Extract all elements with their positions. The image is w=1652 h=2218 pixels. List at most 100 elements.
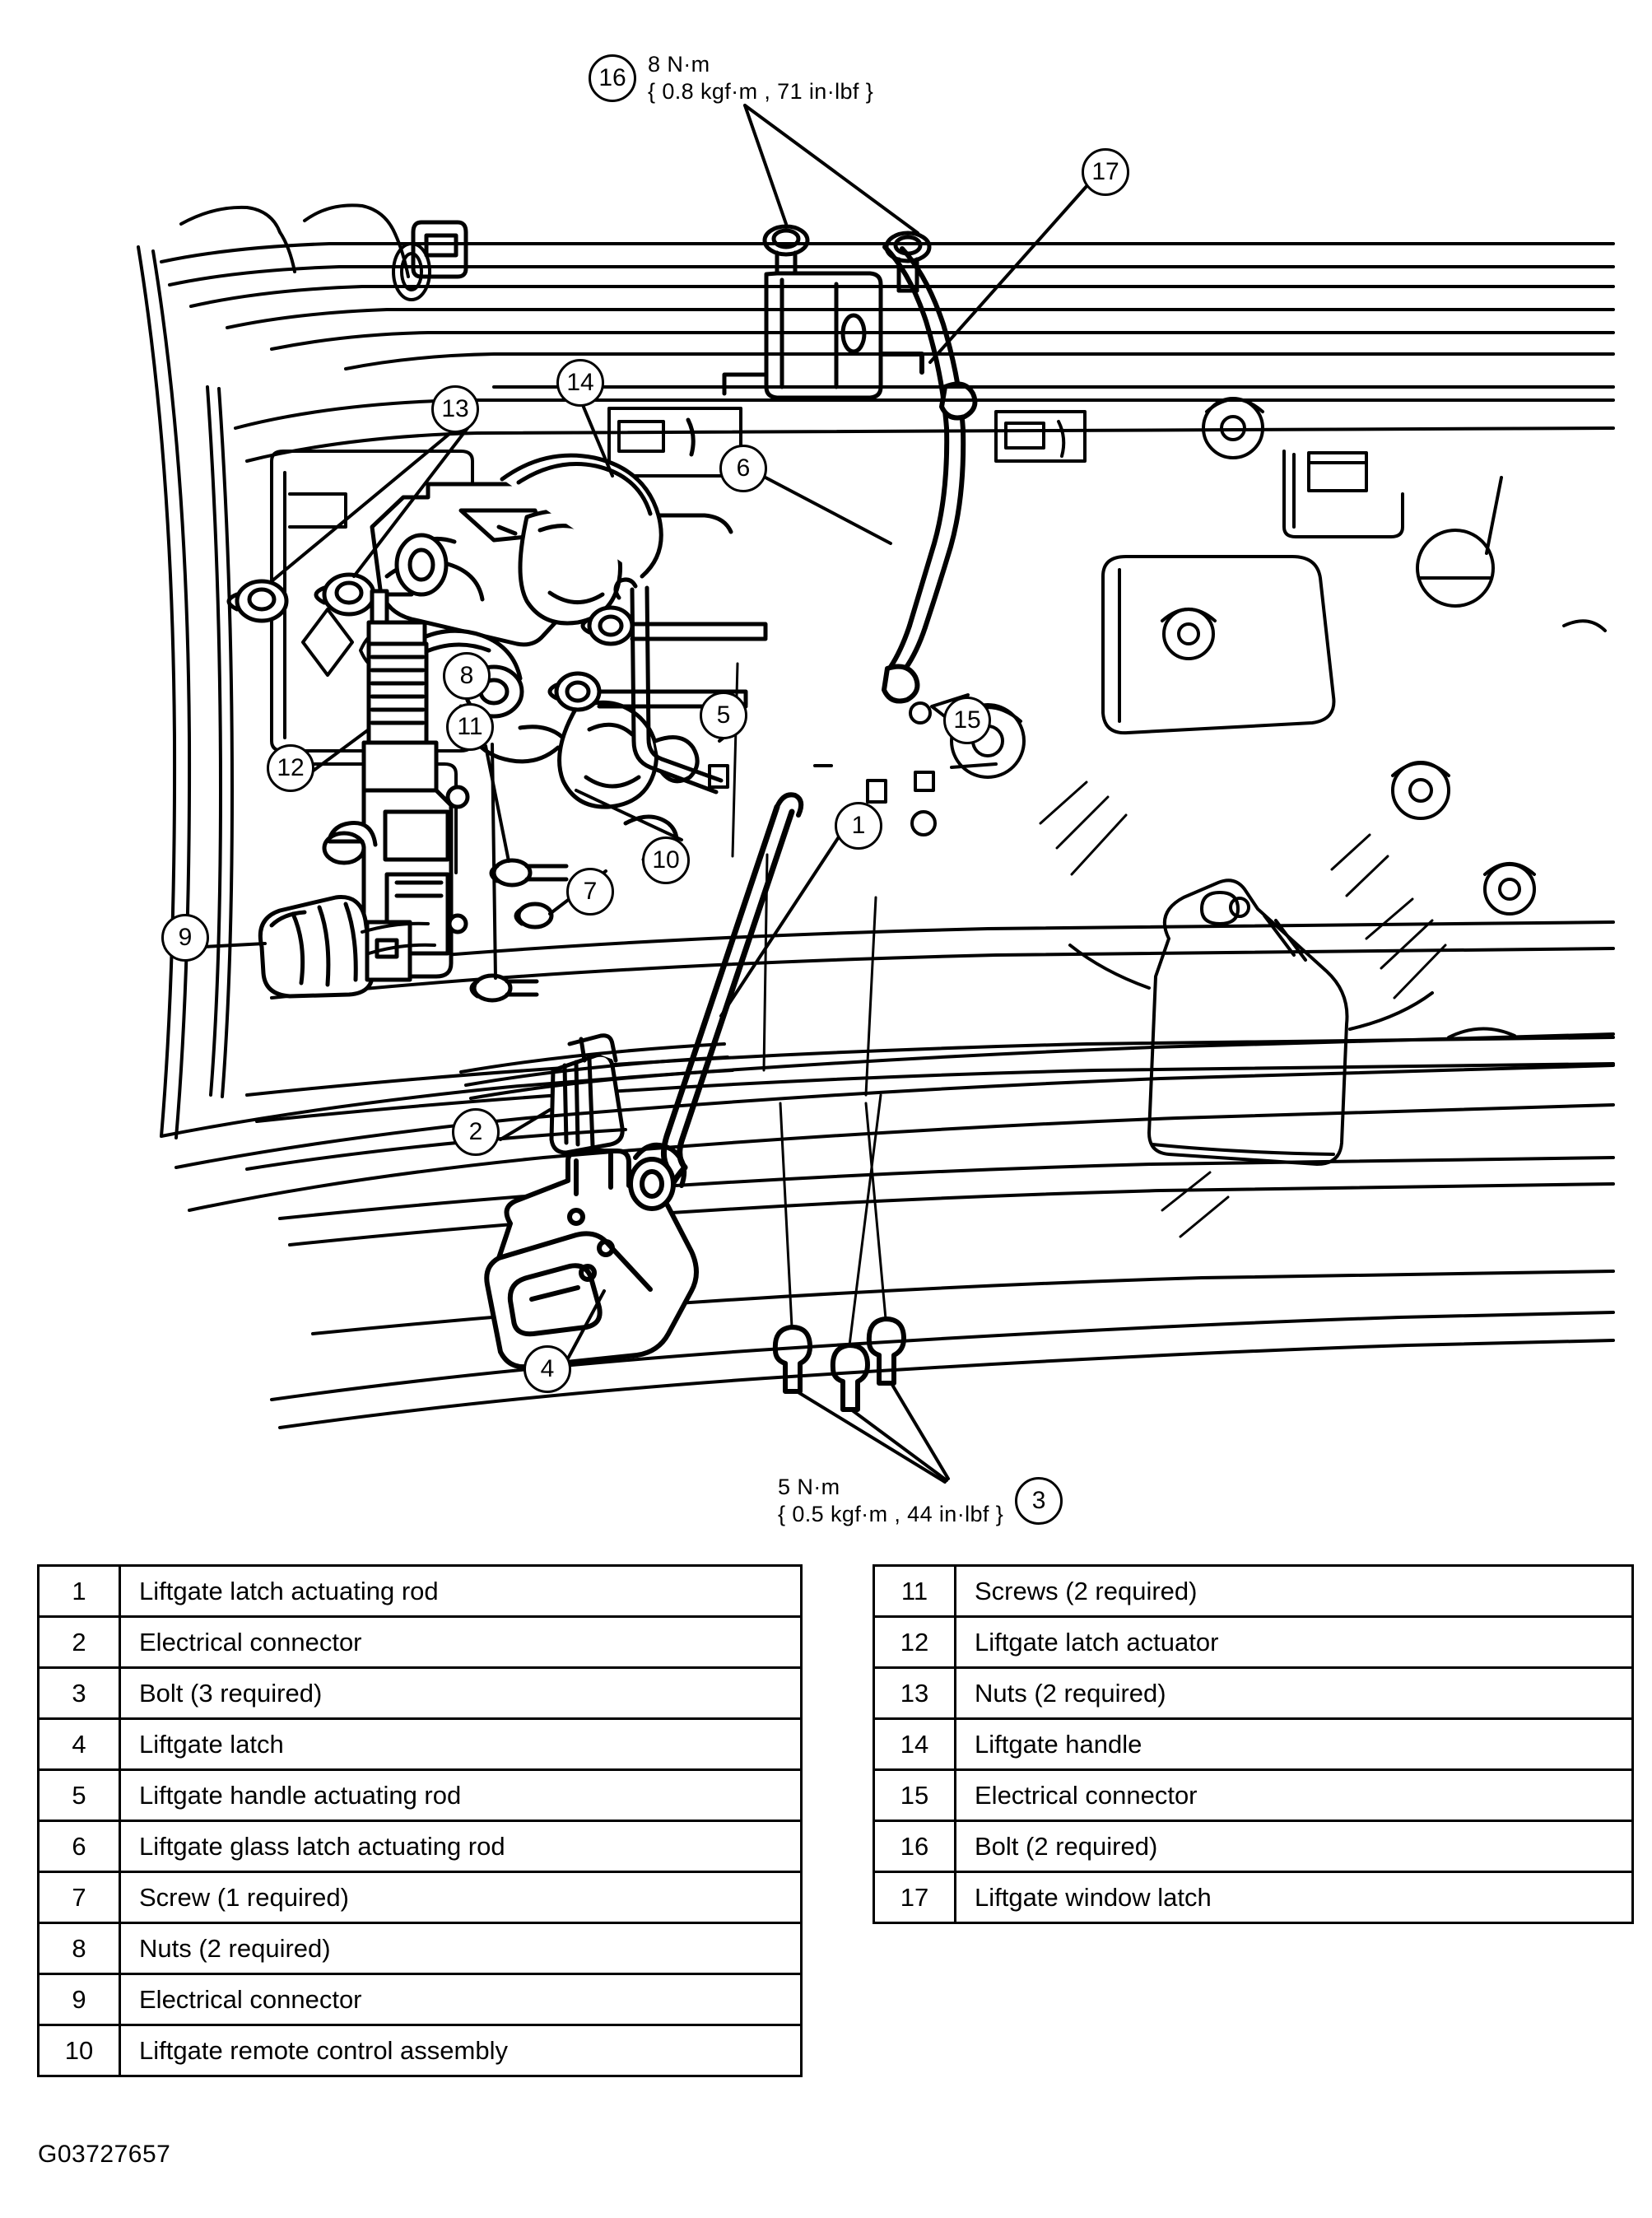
torque-metric-3: 5 N·m xyxy=(778,1475,840,1499)
handle-actuating-rod-5 xyxy=(616,580,721,792)
legend-item-description: Liftgate handle xyxy=(954,1717,1634,1771)
callout-15: 15 xyxy=(943,697,991,744)
leader-10 xyxy=(576,790,682,840)
legend-item-description: Liftgate window latch xyxy=(954,1871,1634,1924)
callout-8: 8 xyxy=(443,652,491,700)
legend-item-number: 13 xyxy=(873,1666,956,1720)
rod-6 xyxy=(884,247,975,701)
callout-5: 5 xyxy=(700,692,747,739)
leader-1 xyxy=(721,833,841,1016)
callout-bubble-3: 3 xyxy=(1015,1476,1063,1525)
legend-item-description: Bolt (3 required) xyxy=(119,1666,803,1720)
screw-7 xyxy=(472,976,537,1000)
legend-item-description: Electrical connector xyxy=(954,1768,1634,1822)
legend-item-number: 3 xyxy=(37,1666,121,1720)
lower-body-sweeps xyxy=(161,1034,1613,1428)
legend-item-description: Screws (2 required) xyxy=(954,1564,1634,1618)
legend-item-description: Liftgate remote control assembly xyxy=(119,2024,803,2077)
electrical-connector-9 xyxy=(260,897,410,996)
nuts-8 xyxy=(550,608,632,710)
liftgate-handle-14 xyxy=(502,455,731,576)
legend-item-description: Screw (1 required) xyxy=(119,1871,803,1924)
leader-16 xyxy=(745,105,918,233)
callout-13: 13 xyxy=(431,385,479,433)
torque-spec-3: 5 N·m { 0.5 kgf·m , 44 in·lbf } 3 xyxy=(778,1474,1063,1528)
figure-code: G03727657 xyxy=(38,2141,171,2168)
legend-item-description: Liftgate handle actuating rod xyxy=(119,1768,803,1822)
leader-13 xyxy=(272,428,468,581)
callout-10: 10 xyxy=(642,836,690,884)
torque-alt-3: { 0.5 kgf·m , 44 in·lbf } xyxy=(778,1501,1004,1526)
callout-bubble-16: 16 xyxy=(589,54,636,102)
leader-4 xyxy=(568,1291,604,1358)
leader-17 xyxy=(930,184,1088,362)
torque-metric-16: 8 N·m xyxy=(648,52,710,77)
legend-item-description: Nuts (2 required) xyxy=(119,1922,803,1975)
legend-item-number: 16 xyxy=(873,1820,956,1873)
grommets-bottom-right xyxy=(1393,621,1605,1037)
legend-item-description: Liftgate latch xyxy=(119,1717,803,1771)
legend-item-number: 4 xyxy=(37,1717,121,1771)
legend-item-description: Liftgate glass latch actuating rod xyxy=(119,1820,803,1873)
nuts-13 xyxy=(229,575,412,621)
panel-cutout-mid xyxy=(1103,557,1333,733)
callout-7: 7 xyxy=(566,868,614,916)
callout-1: 1 xyxy=(835,802,882,850)
liftgate-assembly-illustration xyxy=(0,0,1652,1548)
legend-item-number: 14 xyxy=(873,1717,956,1771)
legend-item-number: 8 xyxy=(37,1922,121,1975)
callout-12: 12 xyxy=(267,744,314,792)
leader-9 xyxy=(204,944,265,947)
legend-item-number: 10 xyxy=(37,2024,121,2077)
legend-item-number: 15 xyxy=(873,1768,956,1822)
legend-item-number: 6 xyxy=(37,1820,121,1873)
legend-item-number: 12 xyxy=(873,1615,956,1669)
callout-4: 4 xyxy=(524,1345,571,1393)
screw-11-a xyxy=(491,860,566,885)
legend-item-number: 2 xyxy=(37,1615,121,1669)
bolt-3-b xyxy=(833,1345,868,1410)
leader-6 xyxy=(766,478,891,543)
legend-item-description: Liftgate latch actuating rod xyxy=(119,1564,803,1618)
legend-item-number: 11 xyxy=(873,1564,956,1618)
liftgate-latch-4 xyxy=(486,1145,696,1367)
legend-item-number: 9 xyxy=(37,1973,121,2026)
bolt-3-c xyxy=(869,1319,904,1383)
panel-cutout-large xyxy=(1070,880,1432,1164)
liftgate-window-latch-17 xyxy=(724,273,922,398)
torque-alt-16: { 0.8 kgf·m , 71 in·lbf } xyxy=(648,78,874,104)
callout-11: 11 xyxy=(446,703,494,751)
legend-item-description: Bolt (2 required) xyxy=(954,1820,1634,1873)
legend-item-number: 17 xyxy=(873,1871,956,1924)
legend-item-description: Nuts (2 required) xyxy=(954,1666,1634,1720)
bolt-3-a xyxy=(775,1327,810,1391)
body-panel-outlines xyxy=(138,205,1613,1138)
leader-3 xyxy=(797,1385,948,1482)
screw-11-b xyxy=(516,904,551,927)
legend-item-number: 1 xyxy=(37,1564,121,1618)
liftgate-latch-actuator-12 xyxy=(324,591,468,976)
callout-2: 2 xyxy=(452,1108,500,1156)
legend-item-description: Electrical connector xyxy=(119,1973,803,2026)
callout-17: 17 xyxy=(1082,148,1129,196)
leader-12 xyxy=(311,729,369,772)
